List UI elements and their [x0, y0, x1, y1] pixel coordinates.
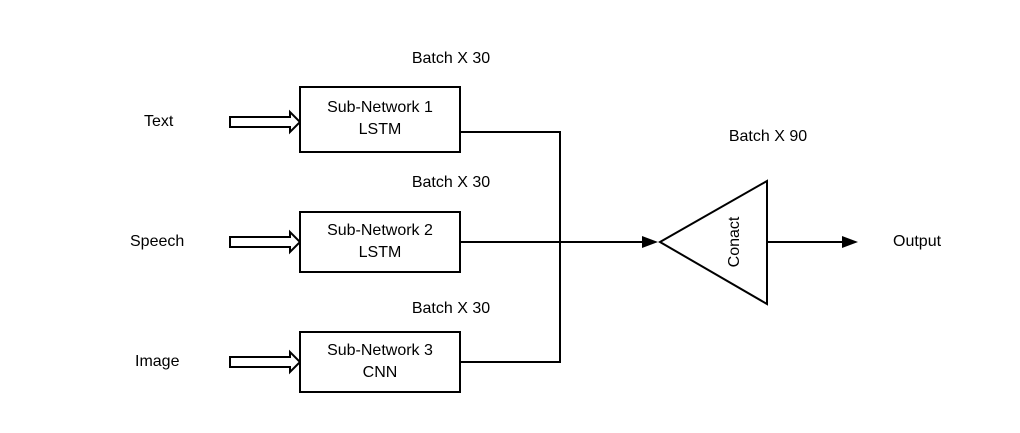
merge-connector: [460, 131, 561, 363]
subnetwork-1-name: Sub-Network 1: [327, 99, 433, 116]
batch-label-subnetwork-1: Batch X 30: [412, 50, 490, 67]
batch-label-subnetwork-2: Batch X 30: [412, 174, 490, 191]
batch-label-concat: Batch X 90: [729, 128, 807, 145]
output-label: Output: [893, 233, 942, 250]
input-arrow-speech: [229, 229, 302, 255]
output-arrowhead: [842, 236, 858, 248]
subnetwork-3-box: [299, 331, 461, 393]
input-arrow-image: [229, 349, 302, 375]
subnetwork-2-box: [299, 211, 461, 273]
subnetwork-3-type: CNN: [363, 364, 398, 381]
input-label-image: Image: [135, 353, 180, 370]
concat-input-arrowhead: [642, 236, 658, 248]
subnetwork-1-box: [299, 86, 461, 153]
input-label-speech: Speech: [130, 233, 184, 250]
input-arrow-text: [229, 109, 302, 135]
concat-label: Conact: [726, 216, 743, 267]
subnetwork-2-name: Sub-Network 2: [327, 222, 433, 239]
subnetwork-2-type: LSTM: [359, 244, 402, 261]
subnetwork-3-name: Sub-Network 3: [327, 342, 433, 359]
subnetwork-1-type: LSTM: [359, 121, 402, 138]
batch-label-subnetwork-3: Batch X 30: [412, 300, 490, 317]
concat-triangle: [657, 179, 768, 306]
input-label-text: Text: [144, 113, 174, 130]
